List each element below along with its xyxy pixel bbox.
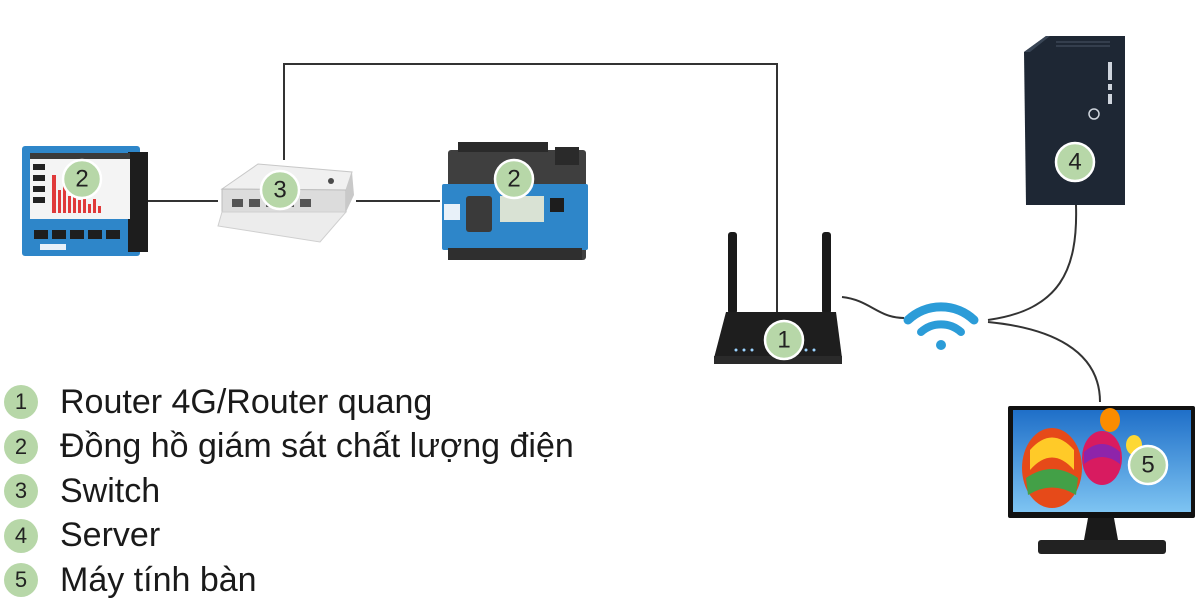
svg-text:5: 5 <box>1141 451 1154 478</box>
svg-text:3: 3 <box>273 176 286 203</box>
badge-server: 4 <box>1054 141 1096 183</box>
legend-label: Router 4G/Router quang <box>60 382 433 421</box>
din-rail-meter-icon <box>442 142 588 260</box>
wire-wifi-to-monitor <box>987 321 1101 403</box>
svg-text:2: 2 <box>75 165 88 192</box>
hot-air-balloon-image <box>1022 408 1142 508</box>
connections <box>148 63 1101 403</box>
badge-monitor: 5 <box>1127 444 1169 486</box>
legend-label: Đồng hồ giám sát chất lượng điện <box>60 427 574 466</box>
legend-number-badge: 2 <box>4 429 38 464</box>
badge-meter-right: 2 <box>493 158 535 200</box>
legend-number-badge: 1 <box>4 385 38 420</box>
legend-number-badge: 5 <box>4 563 38 598</box>
legend-number-badge: 3 <box>4 474 38 509</box>
svg-text:2: 2 <box>507 165 520 192</box>
badge-meter-left: 2 <box>61 158 103 200</box>
wire-wifi-to-server <box>987 204 1078 321</box>
svg-text:1: 1 <box>777 326 790 353</box>
power-quality-meter-icon <box>22 146 148 256</box>
wifi-icon <box>903 302 979 350</box>
legend-item: 3 Switch <box>0 469 574 514</box>
tower-server-icon <box>1024 36 1125 205</box>
legend-item: 1 Router 4G/Router quang <box>0 380 574 425</box>
legend: 1 Router 4G/Router quang 2 Đồng hồ giám … <box>0 380 574 603</box>
svg-text:4: 4 <box>1068 148 1081 175</box>
legend-label: Switch <box>60 471 161 510</box>
legend-number-badge: 4 <box>4 518 38 553</box>
legend-item: 2 Đồng hồ giám sát chất lượng điện <box>0 425 574 470</box>
legend-item: 4 Server <box>0 514 574 559</box>
badge-switch: 3 <box>259 169 301 211</box>
wire-router-to-wifi <box>841 296 905 319</box>
badge-router: 1 <box>763 319 805 361</box>
wire-switch-to-router <box>283 63 778 312</box>
desktop-monitor-icon <box>1008 406 1195 554</box>
legend-label: Máy tính bàn <box>60 560 257 599</box>
legend-item: 5 Máy tính bàn <box>0 558 574 603</box>
legend-label: Server <box>60 516 161 555</box>
